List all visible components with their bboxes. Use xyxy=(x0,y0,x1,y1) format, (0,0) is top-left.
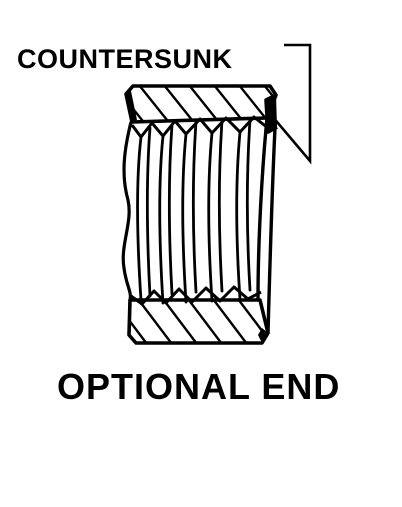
optional-end-caption: OPTIONAL END xyxy=(57,366,341,407)
thread-lines xyxy=(136,118,252,305)
left-outline xyxy=(121,121,133,301)
countersink-chamfer xyxy=(126,91,268,343)
right-wall xyxy=(256,93,278,334)
callout-leader-line xyxy=(271,43,312,165)
countersunk-label: COUNTERSUNK xyxy=(17,44,233,74)
